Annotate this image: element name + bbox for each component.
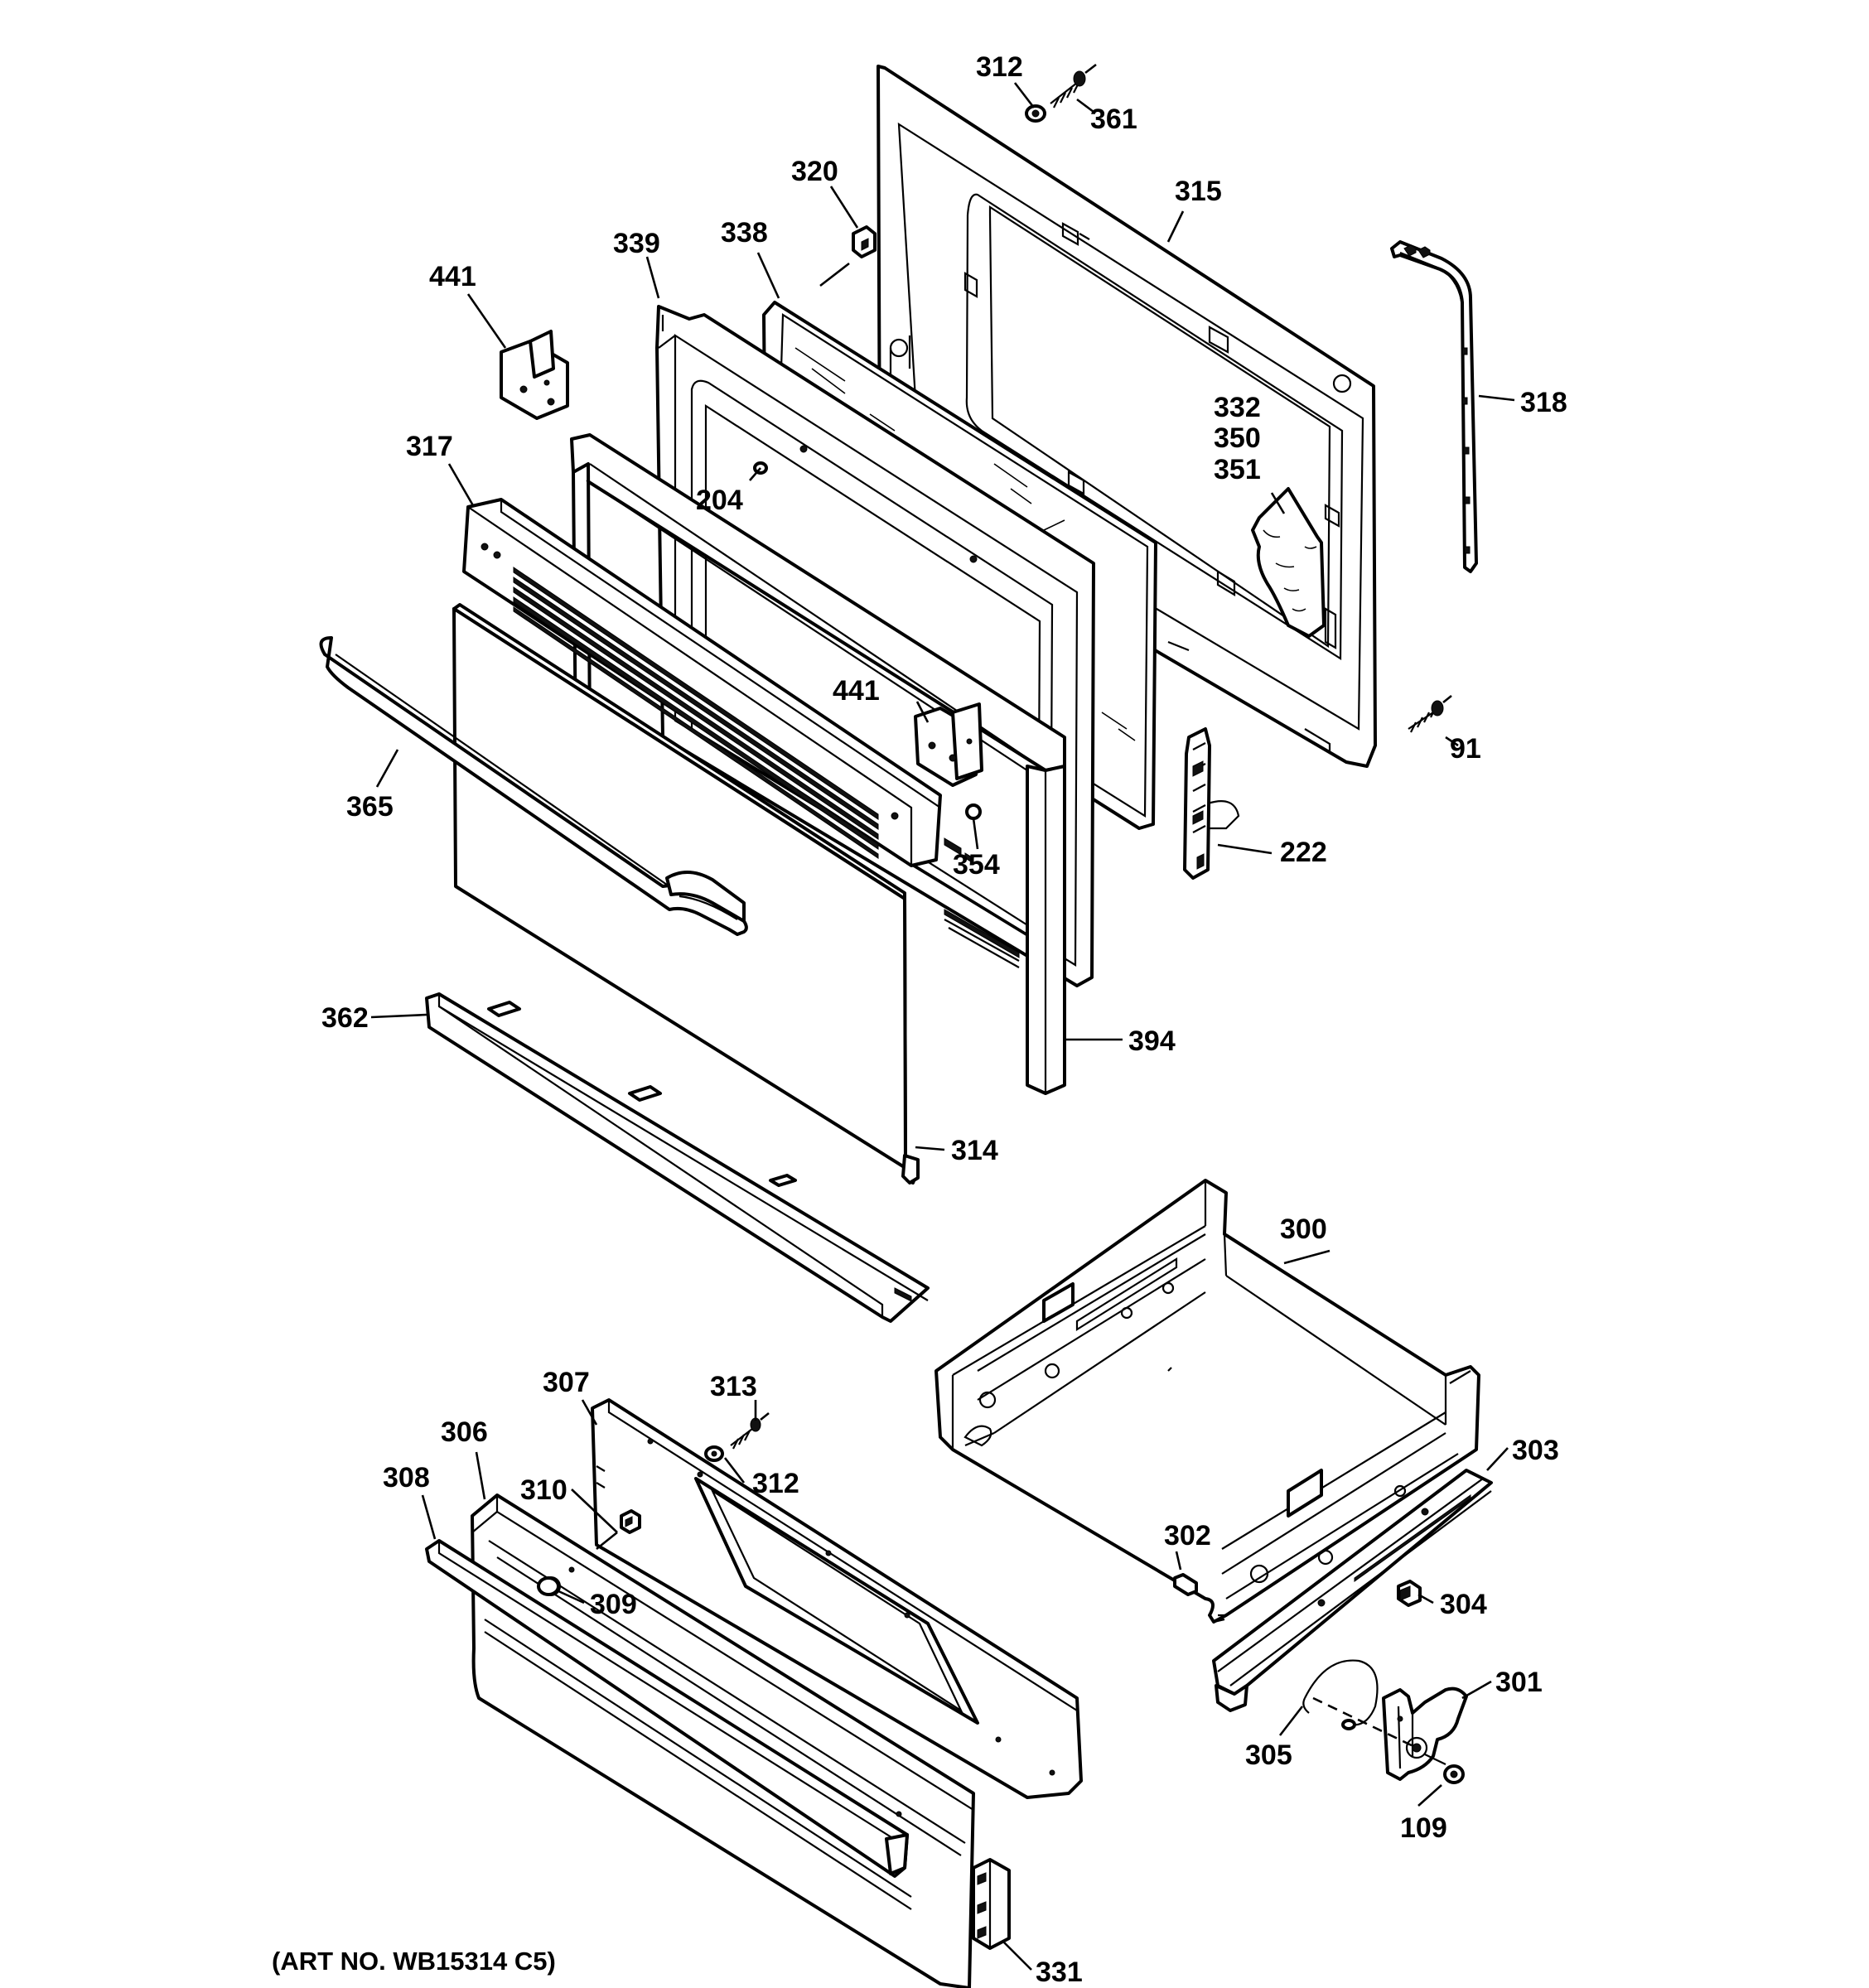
callout-310: 310: [520, 1474, 567, 1506]
callout-362: 362: [321, 1002, 369, 1034]
part-303-drawer-rail: [1212, 1469, 1493, 1712]
part-362-bottom-trim: [425, 992, 930, 1323]
callout-315: 315: [1175, 176, 1222, 207]
callout-91: 91: [1450, 733, 1481, 765]
part-91-screw: [1408, 694, 1452, 733]
callout-339: 339: [613, 228, 660, 259]
callout-338: 338: [721, 217, 768, 248]
part-315-inner-door-liner: [877, 65, 1377, 768]
callout-306: 306: [441, 1416, 488, 1448]
part-312-nut-lower: [704, 1445, 724, 1462]
part-313-screw: [730, 1411, 770, 1450]
part-222-door-hinge: [1183, 727, 1240, 880]
callout-394: 394: [1128, 1025, 1176, 1057]
callout-441: 441: [833, 675, 880, 707]
part-308-drawer-trim: [425, 1539, 909, 1878]
part-312-nut-top: [1025, 104, 1046, 123]
callout-332: 332: [1214, 392, 1261, 423]
callout-314: 314: [951, 1135, 998, 1166]
part-307-drawer-inner-panel: [591, 1398, 1083, 1799]
part-310-clip: [596, 1509, 641, 1551]
part-361-screw-top: [1050, 63, 1097, 109]
callout-309: 309: [590, 1589, 637, 1620]
part-302-drawer-clip: [1173, 1573, 1198, 1596]
callout-318: 318: [1520, 387, 1567, 418]
callout-303: 303: [1512, 1435, 1559, 1466]
part-304-stop: [1397, 1580, 1422, 1607]
callout-109: 109: [1400, 1812, 1447, 1844]
part-301-drawer-bracket: [1312, 1686, 1468, 1781]
callout-441: 441: [429, 261, 476, 292]
part-365-door-handle: [319, 636, 748, 936]
part-109-nut: [1424, 1754, 1465, 1784]
callout-302: 302: [1164, 1520, 1211, 1551]
callout-312: 312: [976, 51, 1023, 83]
callout-312: 312: [752, 1468, 799, 1499]
leader-lines: [370, 82, 1515, 1971]
part-305-retaining-ring: [1302, 1659, 1379, 1730]
callout-317: 317: [406, 431, 453, 462]
callout-305: 305: [1245, 1740, 1292, 1771]
callout-300: 300: [1280, 1214, 1327, 1245]
callout-204: 204: [696, 485, 743, 516]
part-318-gasket: [1390, 240, 1478, 573]
part-317-vent-trim: [462, 498, 942, 867]
callout-350: 350: [1214, 422, 1261, 454]
part-300-drawer-body: [934, 1179, 1480, 1624]
part-441-hinge-bracket-upper: [500, 330, 569, 420]
callout-222: 222: [1280, 837, 1327, 868]
part-332-350-351-insulation: [1251, 487, 1326, 638]
callout-365: 365: [346, 791, 394, 823]
callout-361: 361: [1090, 104, 1137, 135]
part-331-bracket: [972, 1858, 1011, 1950]
callout-307: 307: [543, 1367, 590, 1398]
callout-304: 304: [1440, 1589, 1487, 1620]
callout-351: 351: [1214, 454, 1261, 485]
vent-slots: [513, 567, 879, 859]
callout-labels: 312 361 320 315 339 338 441 318 332 350 …: [321, 51, 1567, 1988]
callout-354: 354: [953, 849, 1000, 881]
part-441-hinge-bracket-lower: [914, 702, 983, 787]
callout-331: 331: [1036, 1957, 1083, 1988]
part-354-screw: [965, 803, 982, 820]
callout-308: 308: [383, 1462, 430, 1493]
art-number-caption: (ART NO. WB15314 C5): [272, 1947, 556, 1976]
part-309-fastener: [537, 1576, 560, 1596]
part-320-clip: [819, 225, 877, 287]
callout-301: 301: [1495, 1667, 1543, 1698]
callout-313: 313: [710, 1371, 757, 1402]
callout-320: 320: [791, 156, 838, 187]
